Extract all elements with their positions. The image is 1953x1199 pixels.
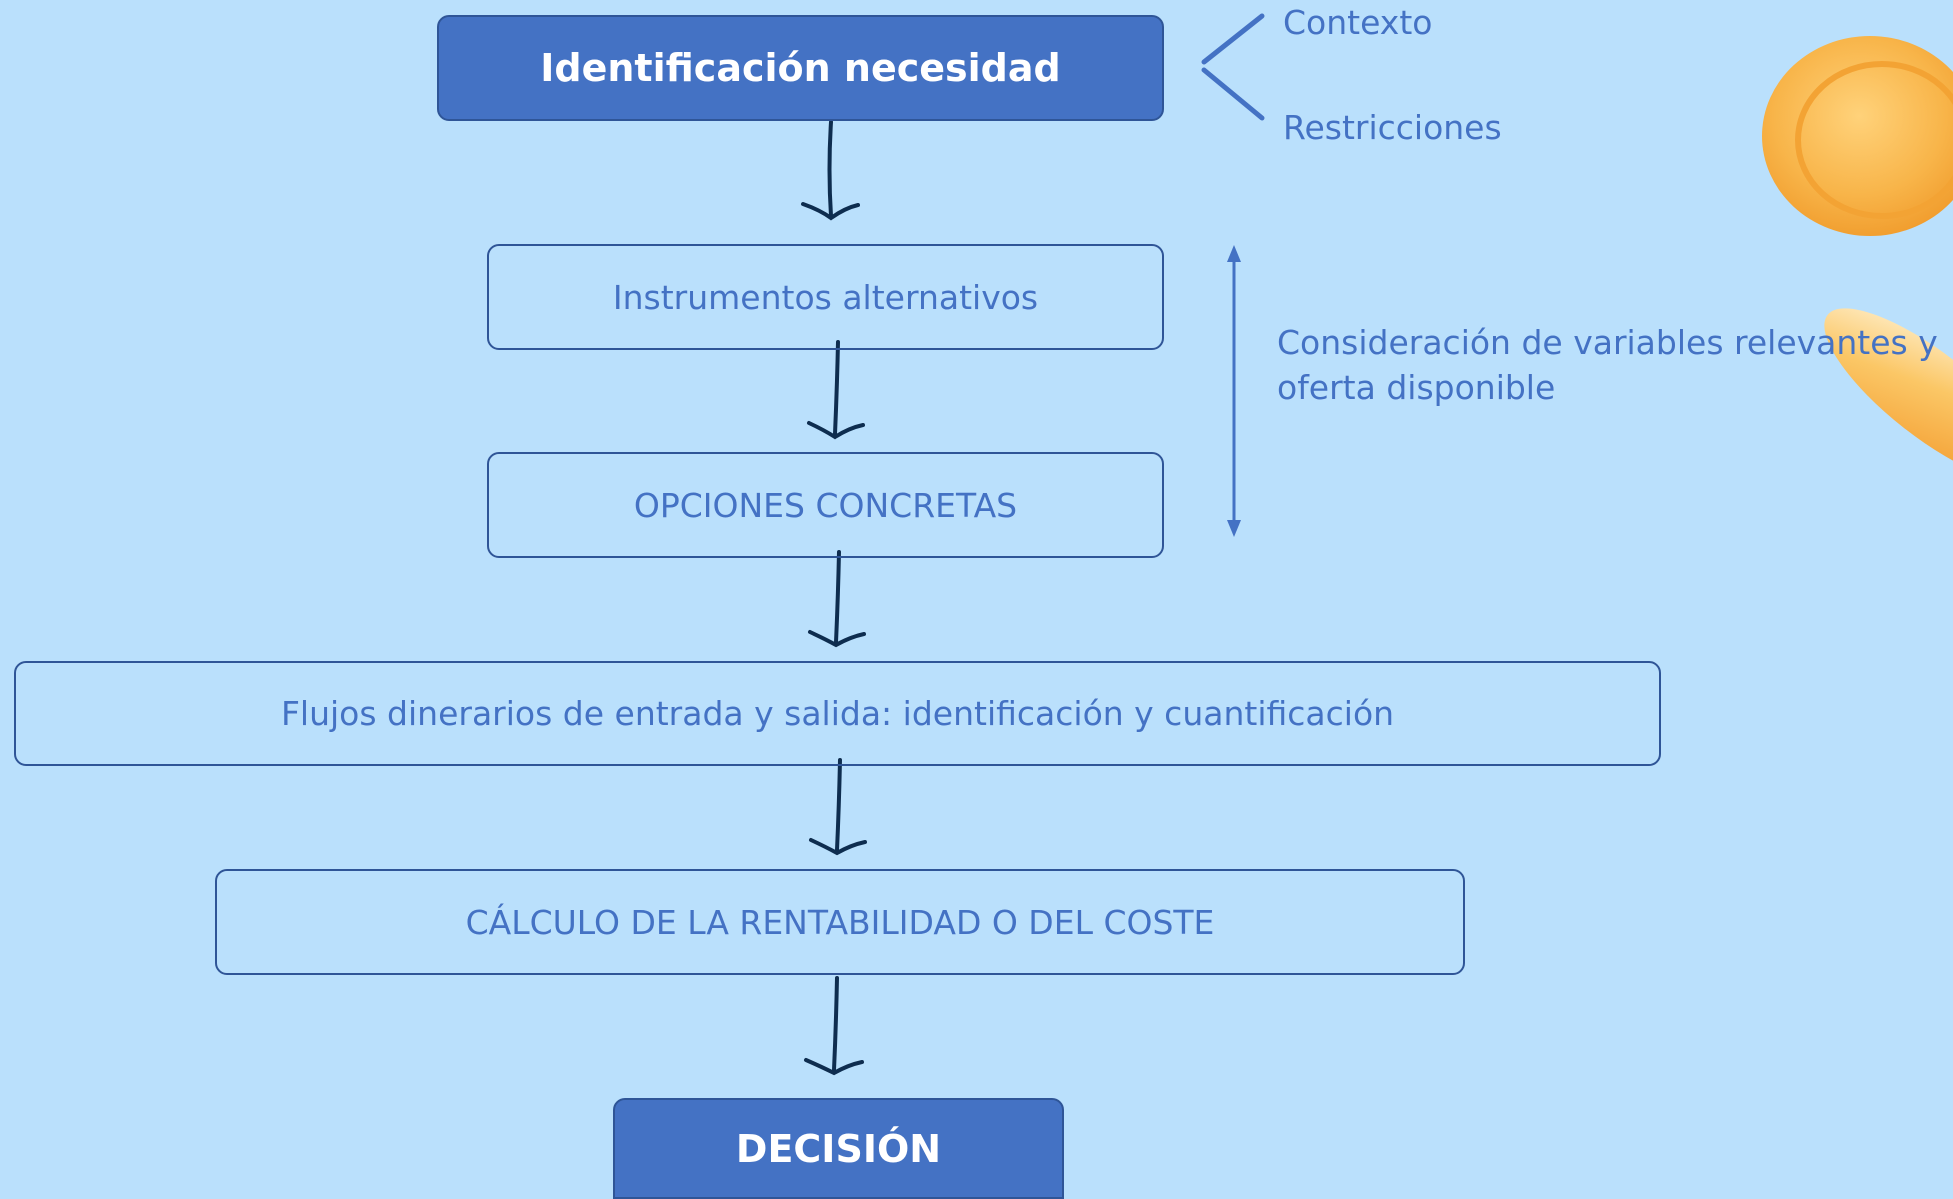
step-instrumentos-alternativos: Instrumentos alternativos — [487, 244, 1164, 350]
step-identificacion-necesidad: Identificación necesidad — [437, 15, 1164, 121]
bracket-connector — [1201, 13, 1265, 121]
step-label: Instrumentos alternativos — [612, 277, 1039, 317]
down-arrow-icon — [808, 550, 866, 648]
down-arrow-icon — [804, 976, 864, 1076]
step-label: DECISIÓN — [735, 1126, 942, 1171]
down-arrow-icon — [809, 758, 867, 856]
step-label: Identificación necesidad — [540, 46, 1061, 90]
annotation-contexto: Contexto — [1283, 3, 1433, 42]
step-flujos-dinerarios: Flujos dinerarios de entrada y salida: i… — [14, 661, 1661, 766]
step-decision: DECISIÓN — [613, 1098, 1064, 1199]
coin-icon — [1762, 36, 1953, 236]
step-label: Flujos dinerarios de entrada y salida: i… — [280, 694, 1395, 733]
annotation-variables: Consideración de variables relevantes y … — [1277, 320, 1938, 410]
coin-icon — [1824, 308, 1953, 482]
step-opciones-concretas: OPCIONES CONCRETAS — [487, 452, 1164, 558]
down-arrow-icon — [807, 340, 865, 440]
annotation-variables-line2: oferta disponible — [1277, 368, 1556, 407]
step-label: OPCIONES CONCRETAS — [633, 485, 1018, 525]
annotation-restricciones: Restricciones — [1283, 108, 1502, 147]
step-calculo-rentabilidad: CÁLCULO DE LA RENTABILIDAD O DEL COSTE — [215, 869, 1465, 975]
annotation-variables-line1: Consideración de variables relevantes y — [1277, 323, 1938, 362]
down-arrow-icon — [801, 120, 860, 221]
step-label: CÁLCULO DE LA RENTABILIDAD O DEL COSTE — [465, 902, 1215, 942]
double-arrow-icon — [1227, 245, 1241, 537]
